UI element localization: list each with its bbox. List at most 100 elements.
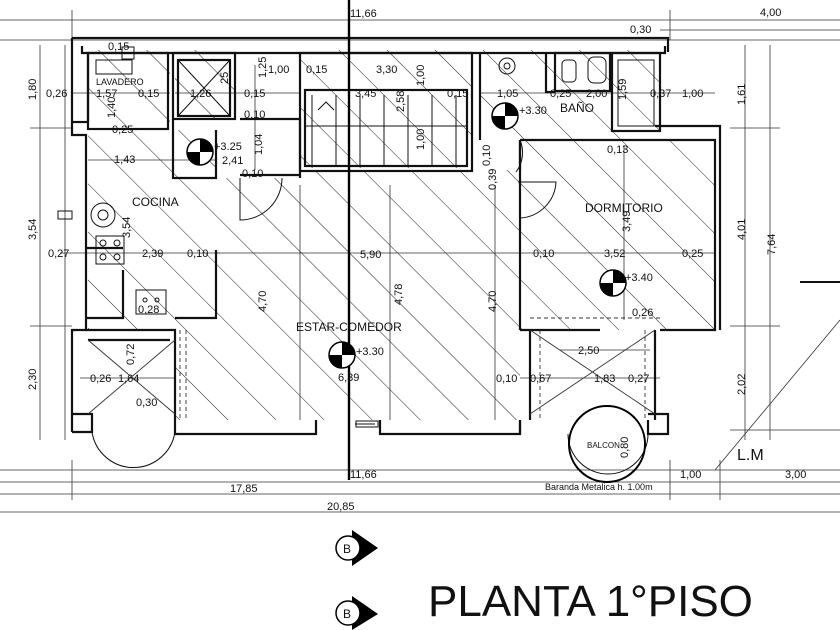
svg-text:1,00: 1,00 xyxy=(415,129,427,150)
svg-text:3,45: 3,45 xyxy=(355,88,376,100)
svg-text:1,00: 1,00 xyxy=(268,64,289,76)
svg-text:2,50: 2,50 xyxy=(578,345,599,357)
svg-text:0,26: 0,26 xyxy=(46,88,67,100)
svg-text:3,49: 3,49 xyxy=(621,211,633,232)
svg-text:COCINA: COCINA xyxy=(132,195,179,209)
svg-text:0,39: 0,39 xyxy=(487,169,499,190)
svg-text:1,61: 1,61 xyxy=(736,84,748,105)
svg-text:0,15: 0,15 xyxy=(138,88,159,100)
svg-text:0,15: 0,15 xyxy=(306,64,327,76)
svg-text:0,25: 0,25 xyxy=(112,124,133,136)
terrace-cross-lines xyxy=(87,317,660,420)
svg-text:0,27: 0,27 xyxy=(48,248,69,260)
svg-text:0,15: 0,15 xyxy=(447,88,468,100)
fixtures xyxy=(57,46,840,428)
svg-text:1,00: 1,00 xyxy=(680,469,701,481)
svg-text:0,15: 0,15 xyxy=(108,41,129,53)
svg-text:0,10: 0,10 xyxy=(244,109,265,121)
svg-text:3,30: 3,30 xyxy=(376,64,397,76)
svg-text:+3.30: +3.30 xyxy=(519,105,547,117)
svg-text:0,67: 0,67 xyxy=(530,373,551,385)
svg-text:0,37: 0,37 xyxy=(650,88,671,100)
section-marker-bottom xyxy=(335,596,378,630)
svg-text:+3.30: +3.30 xyxy=(356,346,384,358)
svg-text:1,57: 1,57 xyxy=(96,88,117,100)
svg-text:0,30: 0,30 xyxy=(136,397,157,409)
svg-text:0,10: 0,10 xyxy=(481,145,493,166)
svg-text:11,66: 11,66 xyxy=(350,8,377,20)
svg-text:LAVADERO: LAVADERO xyxy=(96,77,144,87)
baranda-note: Baranda Metalica h. 1.00m xyxy=(545,482,653,492)
svg-text:1,26: 1,26 xyxy=(190,88,211,100)
svg-text:3,00: 3,00 xyxy=(785,469,806,481)
svg-text:1,64: 1,64 xyxy=(118,373,139,385)
svg-text:6,39: 6,39 xyxy=(338,372,359,384)
svg-text:2,30: 2,30 xyxy=(27,369,39,390)
svg-text:1,43: 1,43 xyxy=(114,154,135,166)
svg-text:0,72: 0,72 xyxy=(125,344,137,365)
level-marker-kitchen xyxy=(186,138,214,166)
walls xyxy=(70,36,722,436)
section-marker-top xyxy=(335,530,378,566)
svg-text:+3.40: +3.40 xyxy=(625,272,653,284)
svg-text:0,26: 0,26 xyxy=(632,307,653,319)
svg-text:4,00: 4,00 xyxy=(760,7,781,19)
svg-text:BAÑO: BAÑO xyxy=(560,101,594,115)
svg-text:DORMITORIO: DORMITORIO xyxy=(585,201,663,215)
svg-text:2,41: 2,41 xyxy=(222,155,243,167)
svg-text:0,10: 0,10 xyxy=(496,373,517,385)
svg-text:25: 25 xyxy=(219,72,231,84)
svg-text:17,85: 17,85 xyxy=(230,483,258,495)
svg-text:3,54: 3,54 xyxy=(121,217,133,238)
room-labels: LAVADERO COCINA BAÑO DORMITORIO ESTAR-CO… xyxy=(96,77,663,450)
svg-text:1,04: 1,04 xyxy=(253,134,265,155)
svg-text:0,13: 0,13 xyxy=(607,144,628,156)
level-marker-living xyxy=(328,341,356,369)
svg-text:0,25: 0,25 xyxy=(550,88,571,100)
svg-text:0,80: 0,80 xyxy=(619,437,631,458)
svg-text:1,59: 1,59 xyxy=(617,79,629,100)
svg-text:ESTAR-COMEDOR: ESTAR-COMEDOR xyxy=(296,320,402,334)
svg-text:0,26: 0,26 xyxy=(90,373,111,385)
svg-text:1,00: 1,00 xyxy=(682,88,703,100)
svg-text:2,02: 2,02 xyxy=(736,374,748,395)
svg-text:0,10: 0,10 xyxy=(533,248,554,260)
svg-text:0,25: 0,25 xyxy=(682,248,703,260)
svg-text:2,58: 2,58 xyxy=(395,91,407,112)
svg-text:11,66: 11,66 xyxy=(350,469,377,481)
level-marker-bedroom xyxy=(599,269,627,297)
svg-text:2,39: 2,39 xyxy=(142,248,163,260)
svg-text:0,15: 0,15 xyxy=(244,88,265,100)
svg-text:+3.25: +3.25 xyxy=(214,141,242,153)
svg-text:4,01: 4,01 xyxy=(736,219,748,240)
section-marker-top-label: B xyxy=(343,542,351,556)
svg-text:4,78: 4,78 xyxy=(393,284,405,305)
svg-text:2,00: 2,00 xyxy=(586,88,607,100)
svg-text:4,70: 4,70 xyxy=(487,291,499,312)
linea-municipal-label: L.M xyxy=(737,447,764,464)
svg-text:1,25: 1,25 xyxy=(257,57,269,78)
svg-text:0,30: 0,30 xyxy=(630,24,651,36)
dimension-texts: 11,66 4,00 0,30 11,66 1,00 3,00 17,85 20… xyxy=(27,7,806,513)
svg-text:4,70: 4,70 xyxy=(257,291,269,312)
svg-text:0,10: 0,10 xyxy=(187,248,208,260)
level-marker-bath xyxy=(491,102,519,130)
svg-text:7,64: 7,64 xyxy=(766,234,778,255)
svg-text:3,52: 3,52 xyxy=(604,248,625,260)
svg-text:20,85: 20,85 xyxy=(327,501,355,513)
svg-text:1,40: 1,40 xyxy=(106,97,118,118)
svg-text:0,28: 0,28 xyxy=(138,304,159,316)
svg-text:1,05: 1,05 xyxy=(497,88,518,100)
balcony-circle xyxy=(568,405,646,483)
svg-text:5,90: 5,90 xyxy=(360,249,381,261)
svg-text:3,54: 3,54 xyxy=(27,219,39,240)
svg-text:1,83: 1,83 xyxy=(594,373,615,385)
svg-text:1,80: 1,80 xyxy=(27,79,39,100)
svg-text:BALCON: BALCON xyxy=(587,441,620,450)
level-labels: +3.25 +3.30 +3.40 +3.30 xyxy=(214,105,653,358)
plan-title: PLANTA 1°PISO xyxy=(428,577,753,626)
door-swings xyxy=(91,139,649,475)
svg-text:0,27: 0,27 xyxy=(628,373,649,385)
svg-text:1,00: 1,00 xyxy=(415,65,427,86)
